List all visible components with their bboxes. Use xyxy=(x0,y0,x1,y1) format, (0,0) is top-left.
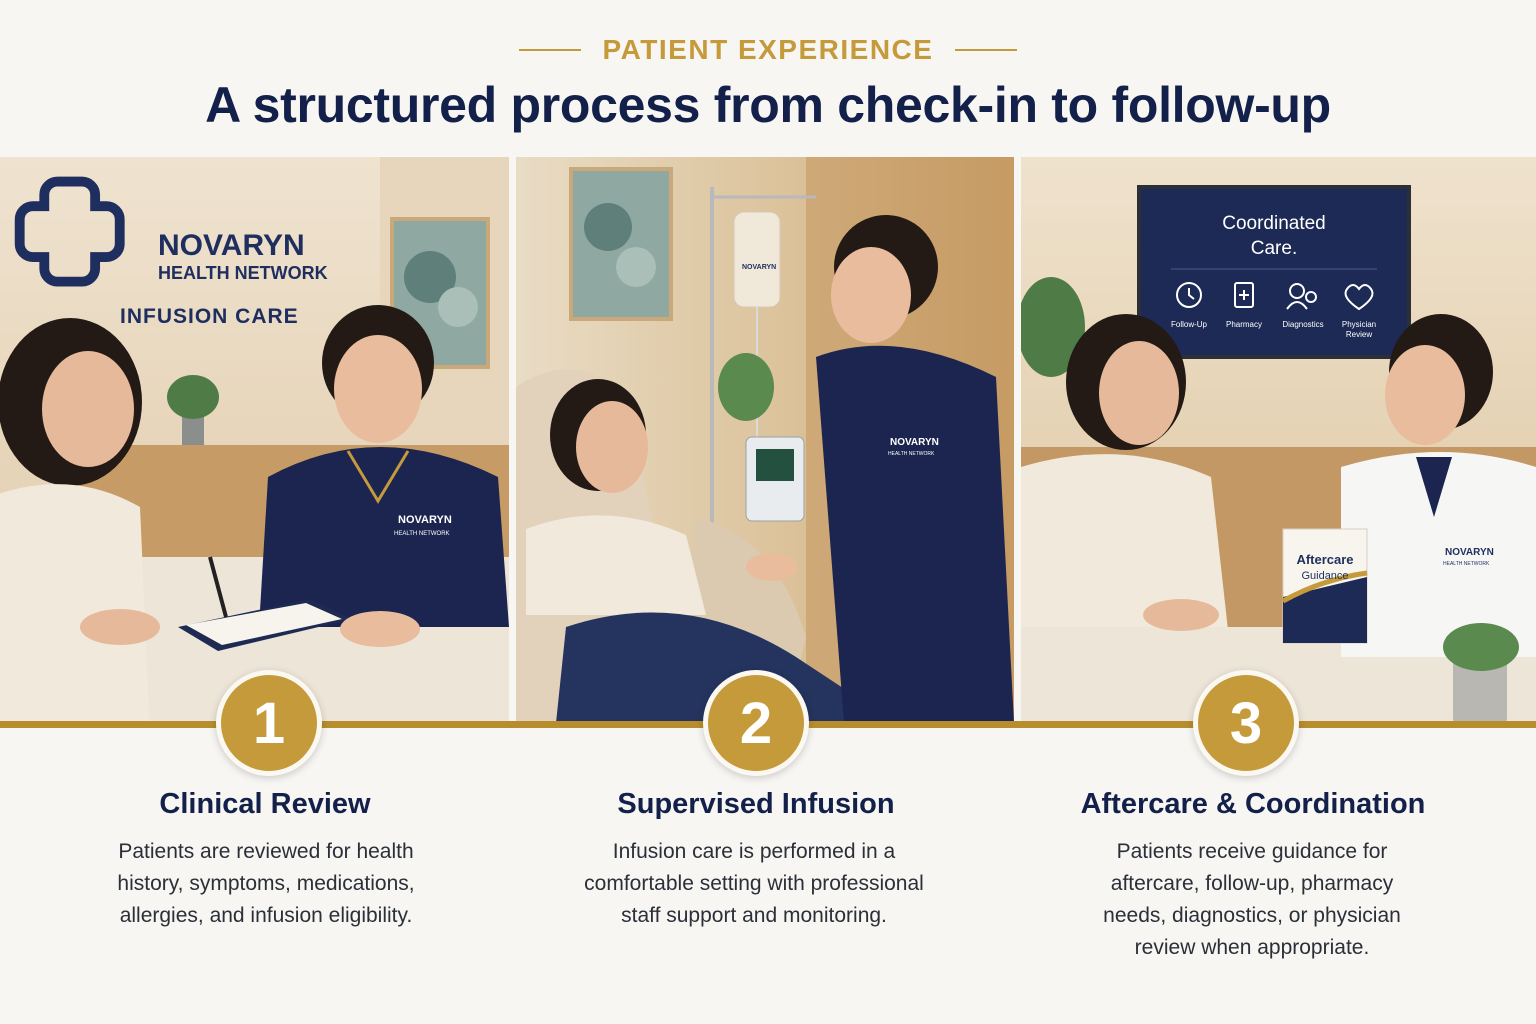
uniform-brand-sub: HEALTH NETWORK xyxy=(394,531,450,537)
wall-infusion-label: INFUSION CARE xyxy=(120,305,299,328)
eyebrow-label: PATIENT EXPERIENCE xyxy=(602,34,934,65)
diagnostics-icon xyxy=(1286,283,1317,310)
page-header: PATIENT EXPERIENCE A structured process … xyxy=(0,0,1536,157)
coat-brand: NOVARYN xyxy=(1445,547,1494,558)
step-3-badge: 3 xyxy=(1193,670,1299,776)
screen-title-line1: Coordinated xyxy=(1222,213,1326,234)
novaryn-logo-icon xyxy=(14,176,125,287)
page-title: A structured process from check-in to fo… xyxy=(205,77,1331,133)
photo-strip: NOVARYN HEALTH NETWORK INFUSION CARE NOV… xyxy=(0,157,1536,723)
iv-bag-label: NOVARYN xyxy=(742,264,776,271)
wall-brand-name: NOVARYN xyxy=(158,229,305,262)
eyebrow-divider-left xyxy=(518,49,581,51)
step-1-description: Patients are reviewed for health history… xyxy=(117,840,415,927)
step-2-description: Infusion care is performed in a comforta… xyxy=(584,840,924,927)
pharmacy-icon xyxy=(1234,282,1254,308)
eyebrow-row: PATIENT EXPERIENCE xyxy=(0,34,1536,66)
step-3-title: Aftercare & Coordination xyxy=(1080,788,1426,820)
photo-aftercare: Coordinated Care. Follow-Up Pharmacy Dia… xyxy=(1021,157,1536,723)
screen-label-physician: Physician xyxy=(1342,320,1376,329)
wall-brand-sub: HEALTH NETWORK xyxy=(158,263,328,283)
uniform-brand: NOVARYN xyxy=(890,437,939,448)
photo-clinical-review: NOVARYN HEALTH NETWORK INFUSION CARE NOV… xyxy=(0,157,509,723)
step-1-badge: 1 xyxy=(216,670,322,776)
screen-label-pharmacy: Pharmacy xyxy=(1226,320,1262,329)
eyebrow-divider-right xyxy=(955,49,1018,51)
booklet-title-line2: Guidance xyxy=(1301,570,1348,582)
step-3-description: Patients receive guidance for aftercare,… xyxy=(1103,840,1401,959)
screen-label-diagnostics: Diagnostics xyxy=(1282,320,1323,329)
coordinated-care-screen xyxy=(1137,185,1411,359)
screen-title-line2: Care. xyxy=(1251,238,1297,259)
heart-icon xyxy=(1344,284,1374,311)
booklet-title-line1: Aftercare xyxy=(1296,552,1353,567)
aftercare-booklet: Aftercare Guidance xyxy=(1281,528,1368,644)
coat-brand-sub: HEALTH NETWORK xyxy=(1443,561,1490,567)
photo-supervised-infusion: NOVARYN NOVARYN HEALTH NETWORK xyxy=(516,157,1014,723)
screen-label-review: Review xyxy=(1346,330,1372,339)
screen-label-follow-up: Follow-Up xyxy=(1171,320,1208,329)
step-1-title: Clinical Review xyxy=(159,788,371,820)
clock-icon xyxy=(1176,282,1202,308)
uniform-brand: NOVARYN xyxy=(398,514,452,526)
step-2-badge: 2 xyxy=(703,670,809,776)
uniform-brand-sub: HEALTH NETWORK xyxy=(888,451,935,457)
step-2-title: Supervised Infusion xyxy=(617,788,895,820)
